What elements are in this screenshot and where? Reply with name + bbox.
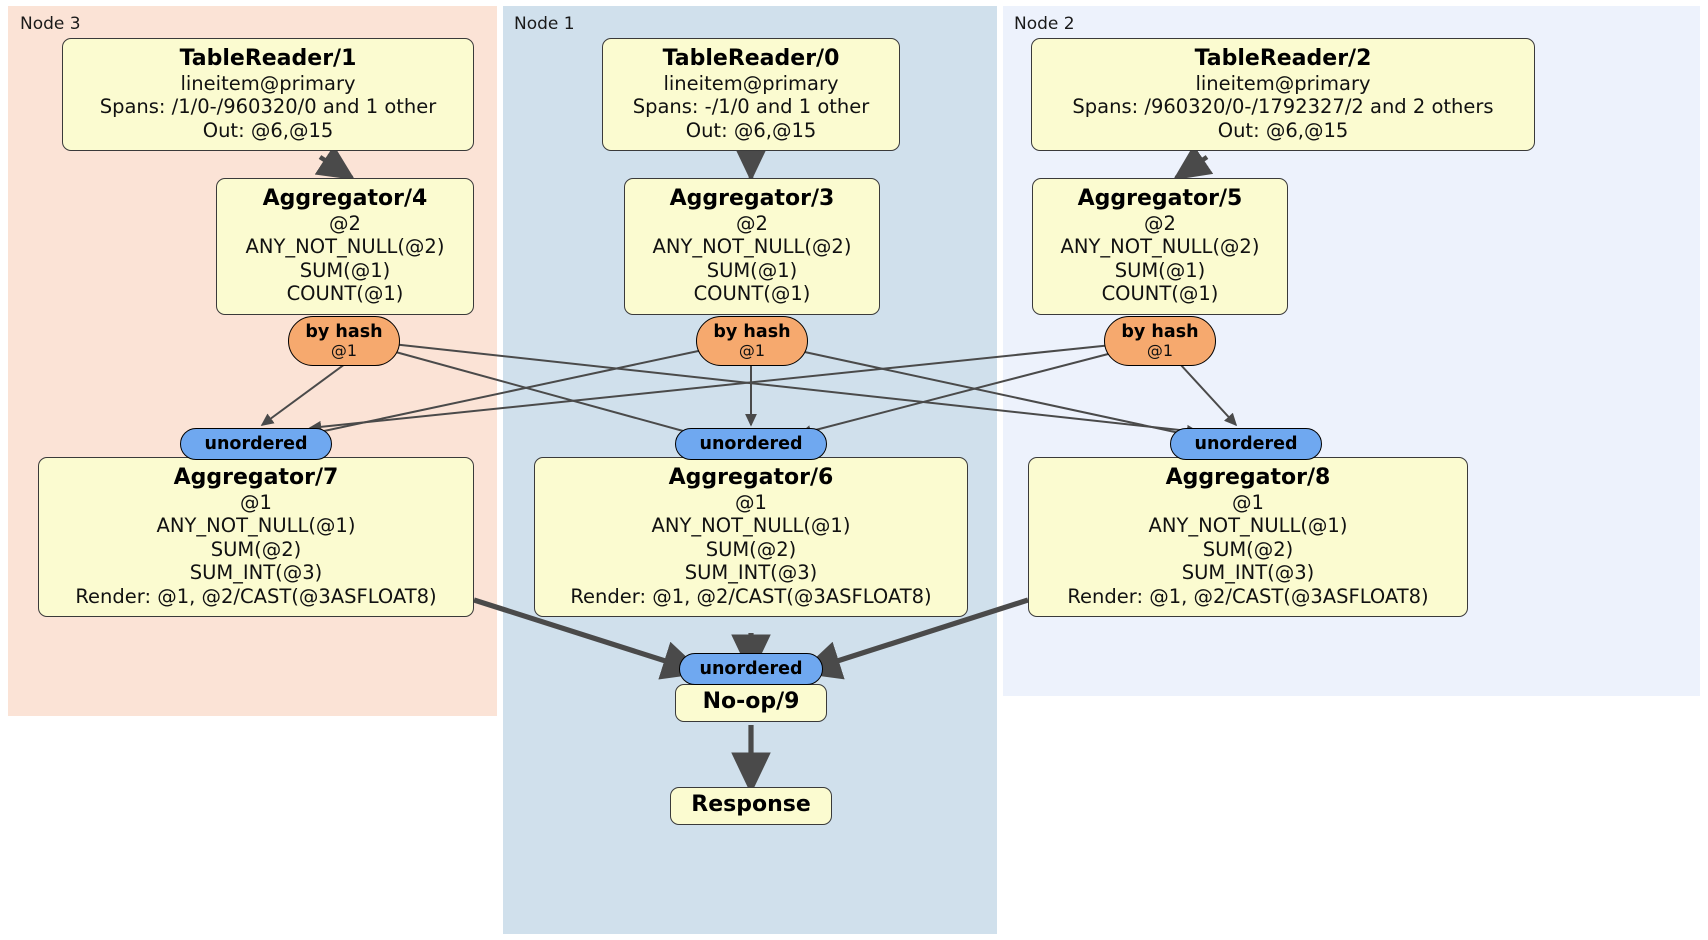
processor-detail-line: ANY_NOT_NULL(@2) xyxy=(652,235,852,259)
processor-detail-line: @1 xyxy=(735,490,767,514)
processor-title: Aggregator/4 xyxy=(262,186,428,211)
node-label-node2: Node 2 xyxy=(1014,14,1075,34)
processor-title: Response xyxy=(691,792,811,817)
processor-detail-line: @1 xyxy=(1232,490,1264,514)
receiver-unordered-aggregator-6[interactable]: unordered xyxy=(675,428,827,460)
processor-aggregator-7[interactable]: Aggregator/7 @1 ANY_NOT_NULL(@1) SUM(@2)… xyxy=(38,457,474,618)
router-kind-label: by hash xyxy=(713,321,791,342)
processor-detail-line: lineitem@primary xyxy=(180,71,356,95)
processor-detail-line: ANY_NOT_NULL(@1) xyxy=(1148,514,1348,538)
processor-detail-line: ANY_NOT_NULL(@1) xyxy=(651,514,851,538)
processor-detail-line: SUM(@2) xyxy=(1202,537,1294,561)
processor-render-line: Render: @1, @2/CAST(@3ASFLOAT8) xyxy=(1067,584,1429,608)
router-by-hash-aggregator-4[interactable]: by hash @1 xyxy=(288,316,400,366)
node-label-node1: Node 1 xyxy=(514,14,575,34)
receiver-unordered-noop-9[interactable]: unordered xyxy=(679,653,823,685)
processor-detail-line: SUM(@1) xyxy=(706,258,798,282)
processor-table-reader-2[interactable]: TableReader/2 lineitem@primary Spans: /9… xyxy=(1031,38,1535,152)
router-kind-label: by hash xyxy=(1121,321,1199,342)
processor-aggregator-5[interactable]: Aggregator/5 @2 ANY_NOT_NULL(@2) SUM(@1)… xyxy=(1032,178,1288,315)
processor-detail-line: COUNT(@1) xyxy=(1101,282,1219,306)
router-kind-label: by hash xyxy=(305,321,383,342)
processor-detail-line: lineitem@primary xyxy=(1195,71,1371,95)
processor-detail-line: ANY_NOT_NULL(@2) xyxy=(245,235,445,259)
processor-detail-line: Out: @6,@15 xyxy=(685,118,817,142)
processor-detail-line: ANY_NOT_NULL(@2) xyxy=(1060,235,1260,259)
processor-title: Aggregator/5 xyxy=(1077,186,1243,211)
node-label-node3: Node 3 xyxy=(20,14,81,34)
processor-detail-line: Spans: /1/0-/960320/0 and 1 other xyxy=(99,95,437,119)
router-column-label: @1 xyxy=(738,340,766,360)
processor-render-line: Render: @1, @2/CAST(@3ASFLOAT8) xyxy=(75,584,437,608)
processor-detail-line: COUNT(@1) xyxy=(286,282,404,306)
processor-detail-line: Out: @6,@15 xyxy=(202,118,334,142)
processor-title: TableReader/2 xyxy=(1194,46,1372,71)
processor-detail-line: lineitem@primary xyxy=(663,71,839,95)
processor-aggregator-3[interactable]: Aggregator/3 @2 ANY_NOT_NULL(@2) SUM(@1)… xyxy=(624,178,880,315)
processor-title: TableReader/0 xyxy=(662,46,840,71)
processor-title: TableReader/1 xyxy=(179,46,357,71)
receiver-kind-label: unordered xyxy=(699,658,803,679)
router-by-hash-aggregator-3[interactable]: by hash @1 xyxy=(696,316,808,366)
receiver-unordered-aggregator-8[interactable]: unordered xyxy=(1170,428,1322,460)
processor-detail-line: SUM_INT(@3) xyxy=(684,561,818,585)
processor-table-reader-1[interactable]: TableReader/1 lineitem@primary Spans: /1… xyxy=(62,38,474,152)
router-by-hash-aggregator-5[interactable]: by hash @1 xyxy=(1104,316,1216,366)
processor-aggregator-4[interactable]: Aggregator/4 @2 ANY_NOT_NULL(@2) SUM(@1)… xyxy=(216,178,474,315)
receiver-kind-label: unordered xyxy=(1194,433,1298,454)
processor-table-reader-0[interactable]: TableReader/0 lineitem@primary Spans: -/… xyxy=(602,38,900,152)
router-column-label: @1 xyxy=(330,340,358,360)
processor-response[interactable]: Response xyxy=(670,787,832,825)
receiver-unordered-aggregator-7[interactable]: unordered xyxy=(180,428,332,460)
processor-render-line: Render: @1, @2/CAST(@3ASFLOAT8) xyxy=(570,584,932,608)
processor-title: Aggregator/6 xyxy=(668,465,834,490)
processor-detail-line: @2 xyxy=(1144,211,1176,235)
processor-detail-line: SUM(@1) xyxy=(1114,258,1206,282)
processor-detail-line: @2 xyxy=(736,211,768,235)
processor-title: No-op/9 xyxy=(702,689,800,714)
processor-detail-line: SUM(@1) xyxy=(299,258,391,282)
processor-detail-line: SUM(@2) xyxy=(210,537,302,561)
processor-title: Aggregator/8 xyxy=(1165,465,1331,490)
processor-title: Aggregator/7 xyxy=(173,465,339,490)
processor-detail-line: SUM_INT(@3) xyxy=(189,561,323,585)
receiver-kind-label: unordered xyxy=(699,433,803,454)
processor-aggregator-6[interactable]: Aggregator/6 @1 ANY_NOT_NULL(@1) SUM(@2)… xyxy=(534,457,968,618)
processor-detail-line: COUNT(@1) xyxy=(693,282,811,306)
processor-detail-line: ANY_NOT_NULL(@1) xyxy=(156,514,356,538)
processor-detail-line: Spans: -/1/0 and 1 other xyxy=(632,95,870,119)
processor-detail-line: SUM(@2) xyxy=(705,537,797,561)
processor-noop-9[interactable]: No-op/9 xyxy=(675,684,827,722)
router-column-label: @1 xyxy=(1146,340,1174,360)
receiver-kind-label: unordered xyxy=(204,433,308,454)
processor-detail-line: @1 xyxy=(240,490,272,514)
processor-detail-line: @2 xyxy=(329,211,361,235)
processor-detail-line: Spans: /960320/0-/1792327/2 and 2 others xyxy=(1072,95,1494,119)
processor-title: Aggregator/3 xyxy=(669,186,835,211)
processor-detail-line: SUM_INT(@3) xyxy=(1181,561,1315,585)
processor-detail-line: Out: @6,@15 xyxy=(1217,118,1349,142)
processor-aggregator-8[interactable]: Aggregator/8 @1 ANY_NOT_NULL(@1) SUM(@2)… xyxy=(1028,457,1468,618)
